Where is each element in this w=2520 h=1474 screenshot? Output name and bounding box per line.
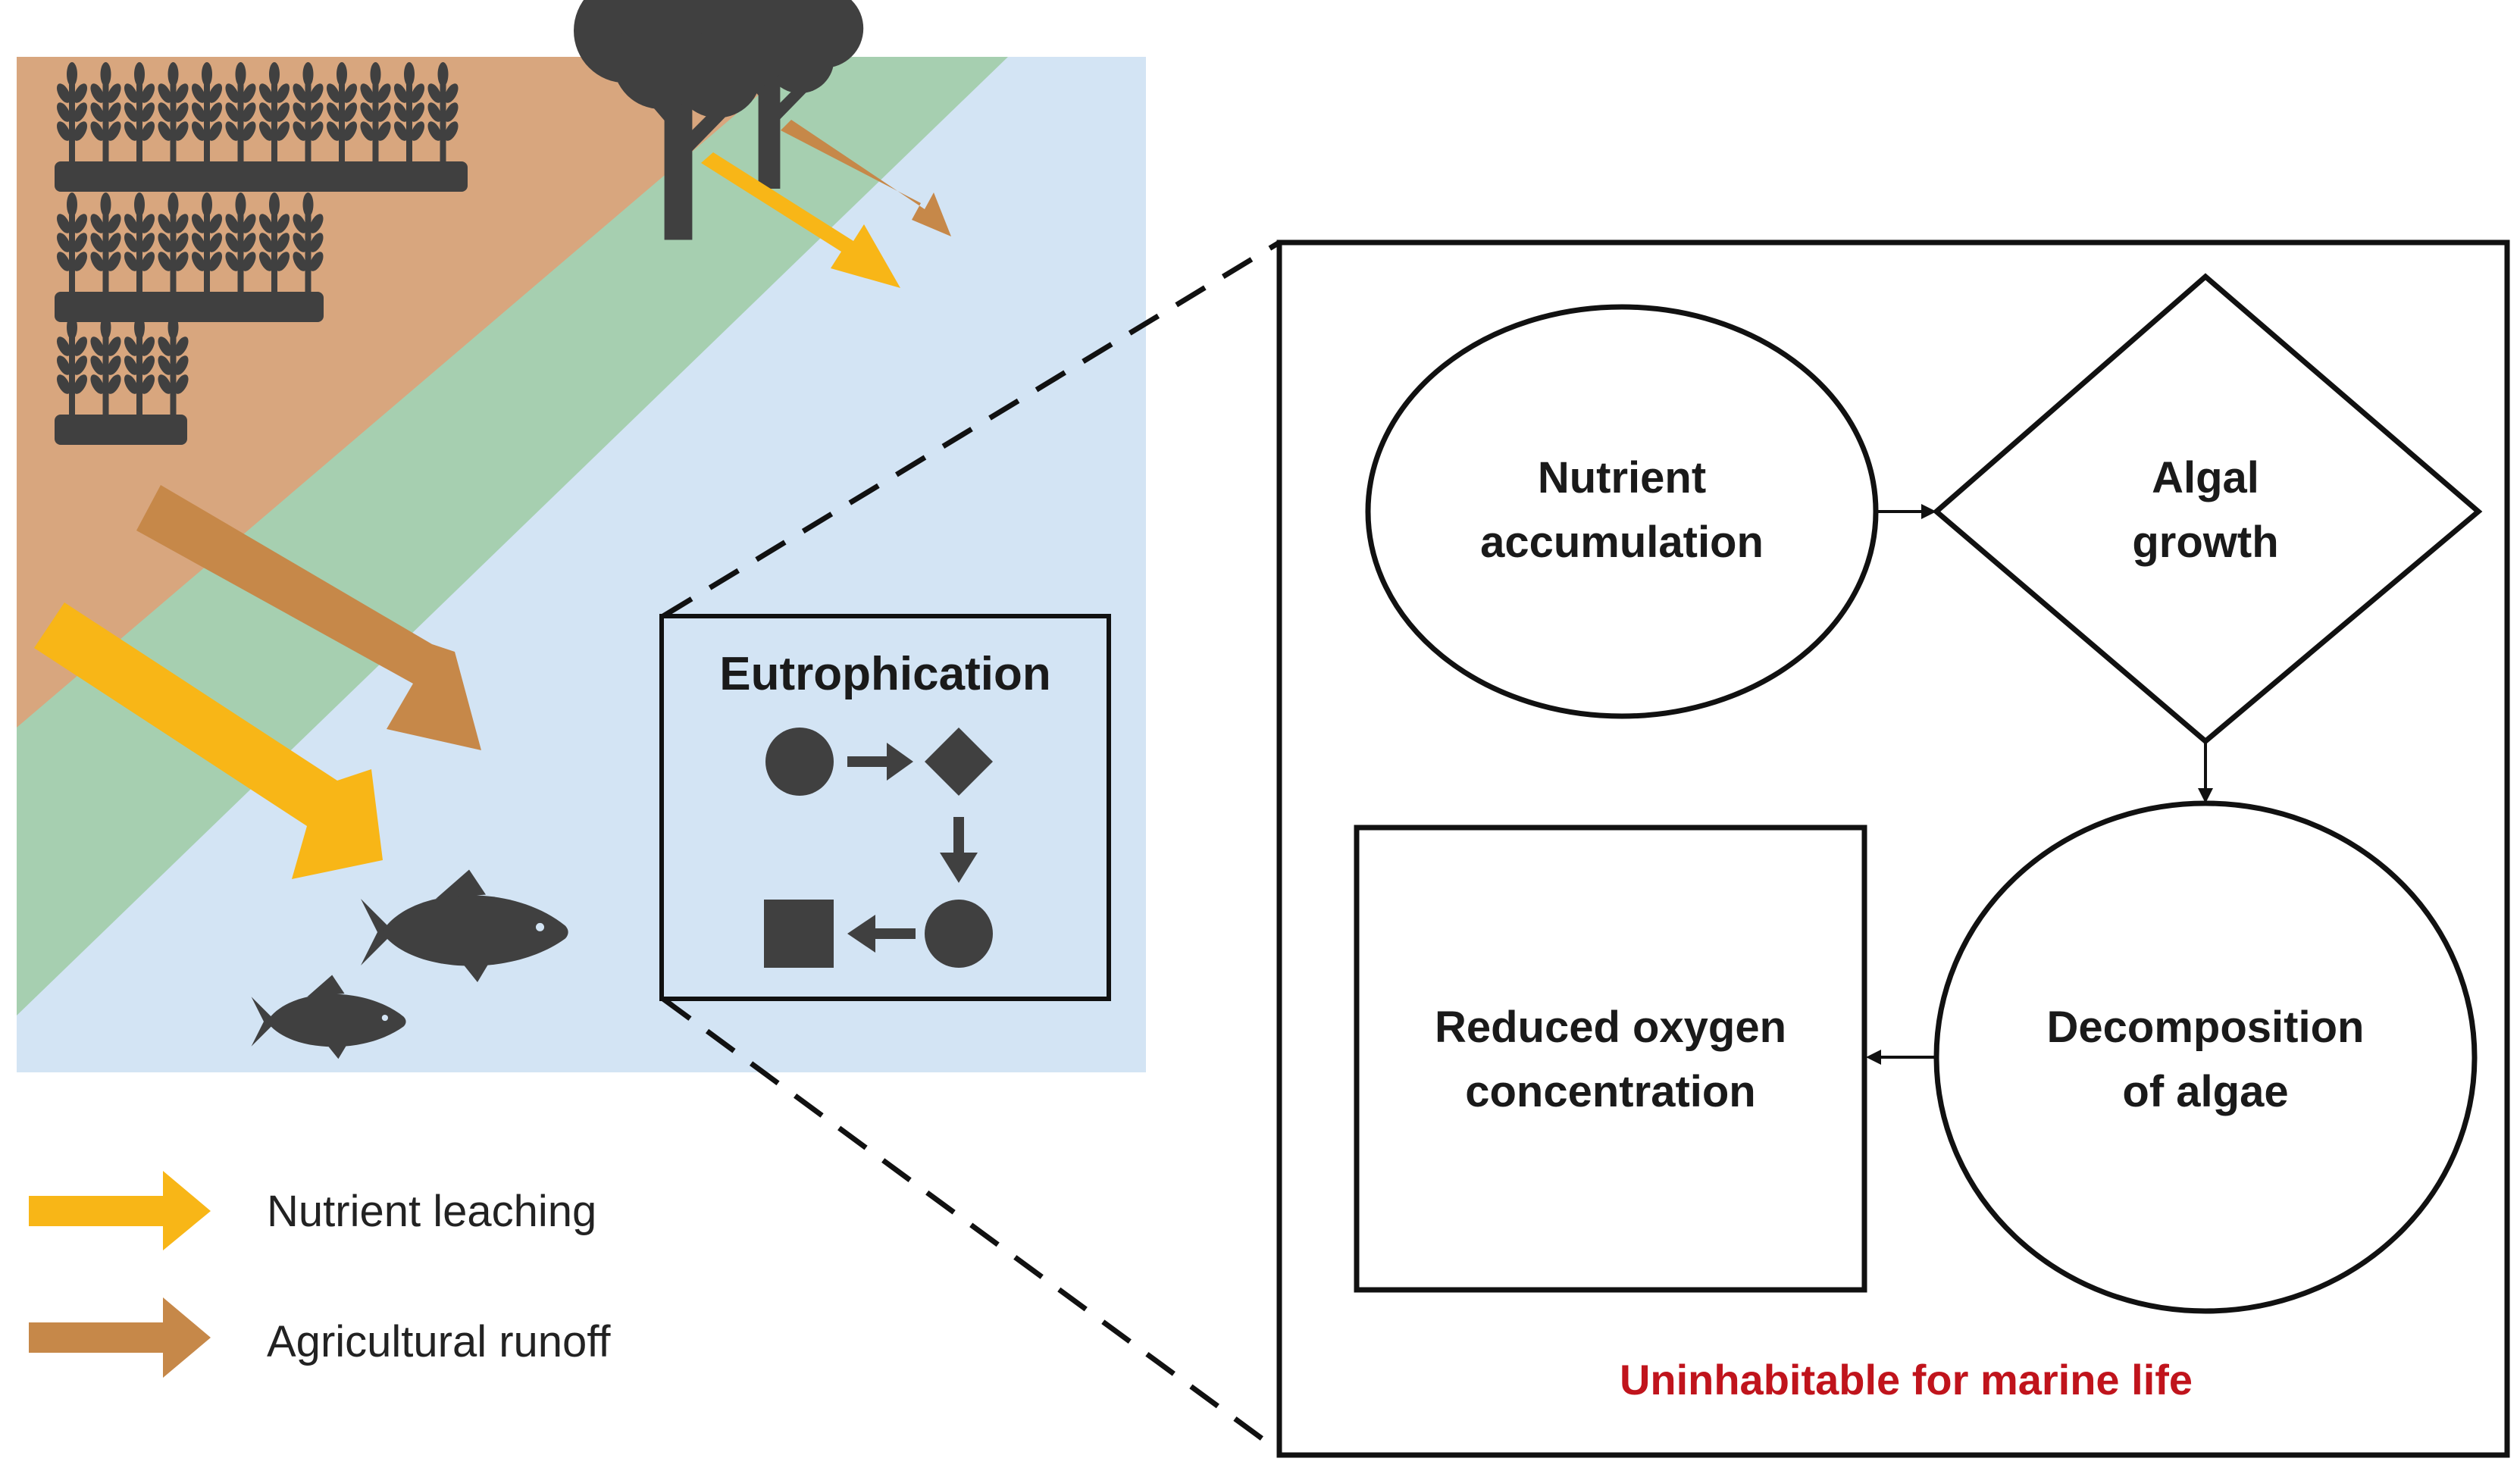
square-icon xyxy=(764,900,834,968)
node-label: concentration xyxy=(1465,1067,1756,1116)
small-leaching-arrow xyxy=(701,152,900,288)
diamond-icon xyxy=(925,728,993,796)
legend-item-leaching: Nutrient leaching xyxy=(29,1171,596,1250)
zoom-lines xyxy=(661,240,1282,1454)
circle-icon xyxy=(765,728,834,796)
eutrophication-mini-panel: Eutrophication xyxy=(659,614,1111,1001)
node-label: growth xyxy=(2132,518,2278,567)
node-algal-growth: Algal growth xyxy=(1932,273,2483,745)
node-label: Algal xyxy=(2152,453,2259,502)
legend-item-runoff: Agricultural runoff xyxy=(29,1297,611,1378)
node-label: accumulation xyxy=(1480,518,1764,567)
circle-icon xyxy=(925,900,993,968)
legend-label: Agricultural runoff xyxy=(267,1317,611,1366)
mini-panel-title: Eutrophication xyxy=(719,648,1050,700)
large-leaching-arrow xyxy=(34,602,383,879)
legend-label: Nutrient leaching xyxy=(267,1187,596,1236)
arrow-right-icon xyxy=(847,743,913,781)
node-reduced-oxygen-concentration: Reduced oxygen concentration xyxy=(1354,825,1867,1293)
edge-algal-to-decomp xyxy=(2198,741,2213,803)
warning-note: Uninhabitable for marine life xyxy=(1620,1356,2193,1404)
wheat-crop-icon xyxy=(54,62,468,445)
node-nutrient-accumulation: Nutrient accumulation xyxy=(1365,304,1879,719)
edge-decomp-to-oxygen xyxy=(1866,1050,1936,1065)
arrow-left-icon xyxy=(847,915,916,953)
large-runoff-arrow xyxy=(136,485,481,750)
node-label: Nutrient xyxy=(1538,453,1706,502)
node-label: Reduced oxygen xyxy=(1435,1003,1786,1052)
node-label: of algae xyxy=(2122,1067,2288,1116)
node-label: Decomposition xyxy=(2047,1003,2365,1052)
arrow-down-icon xyxy=(940,817,978,883)
legend: Nutrient leaching Agricultural runoff xyxy=(29,1171,611,1378)
node-decomposition-of-algae: Decomposition of algae xyxy=(1933,800,2478,1314)
flow-panel: Nutrient accumulation Algal growth Decom… xyxy=(1276,239,2510,1458)
edge-nutrient-to-algal xyxy=(1876,504,1936,519)
small-runoff-arrow xyxy=(781,120,951,236)
